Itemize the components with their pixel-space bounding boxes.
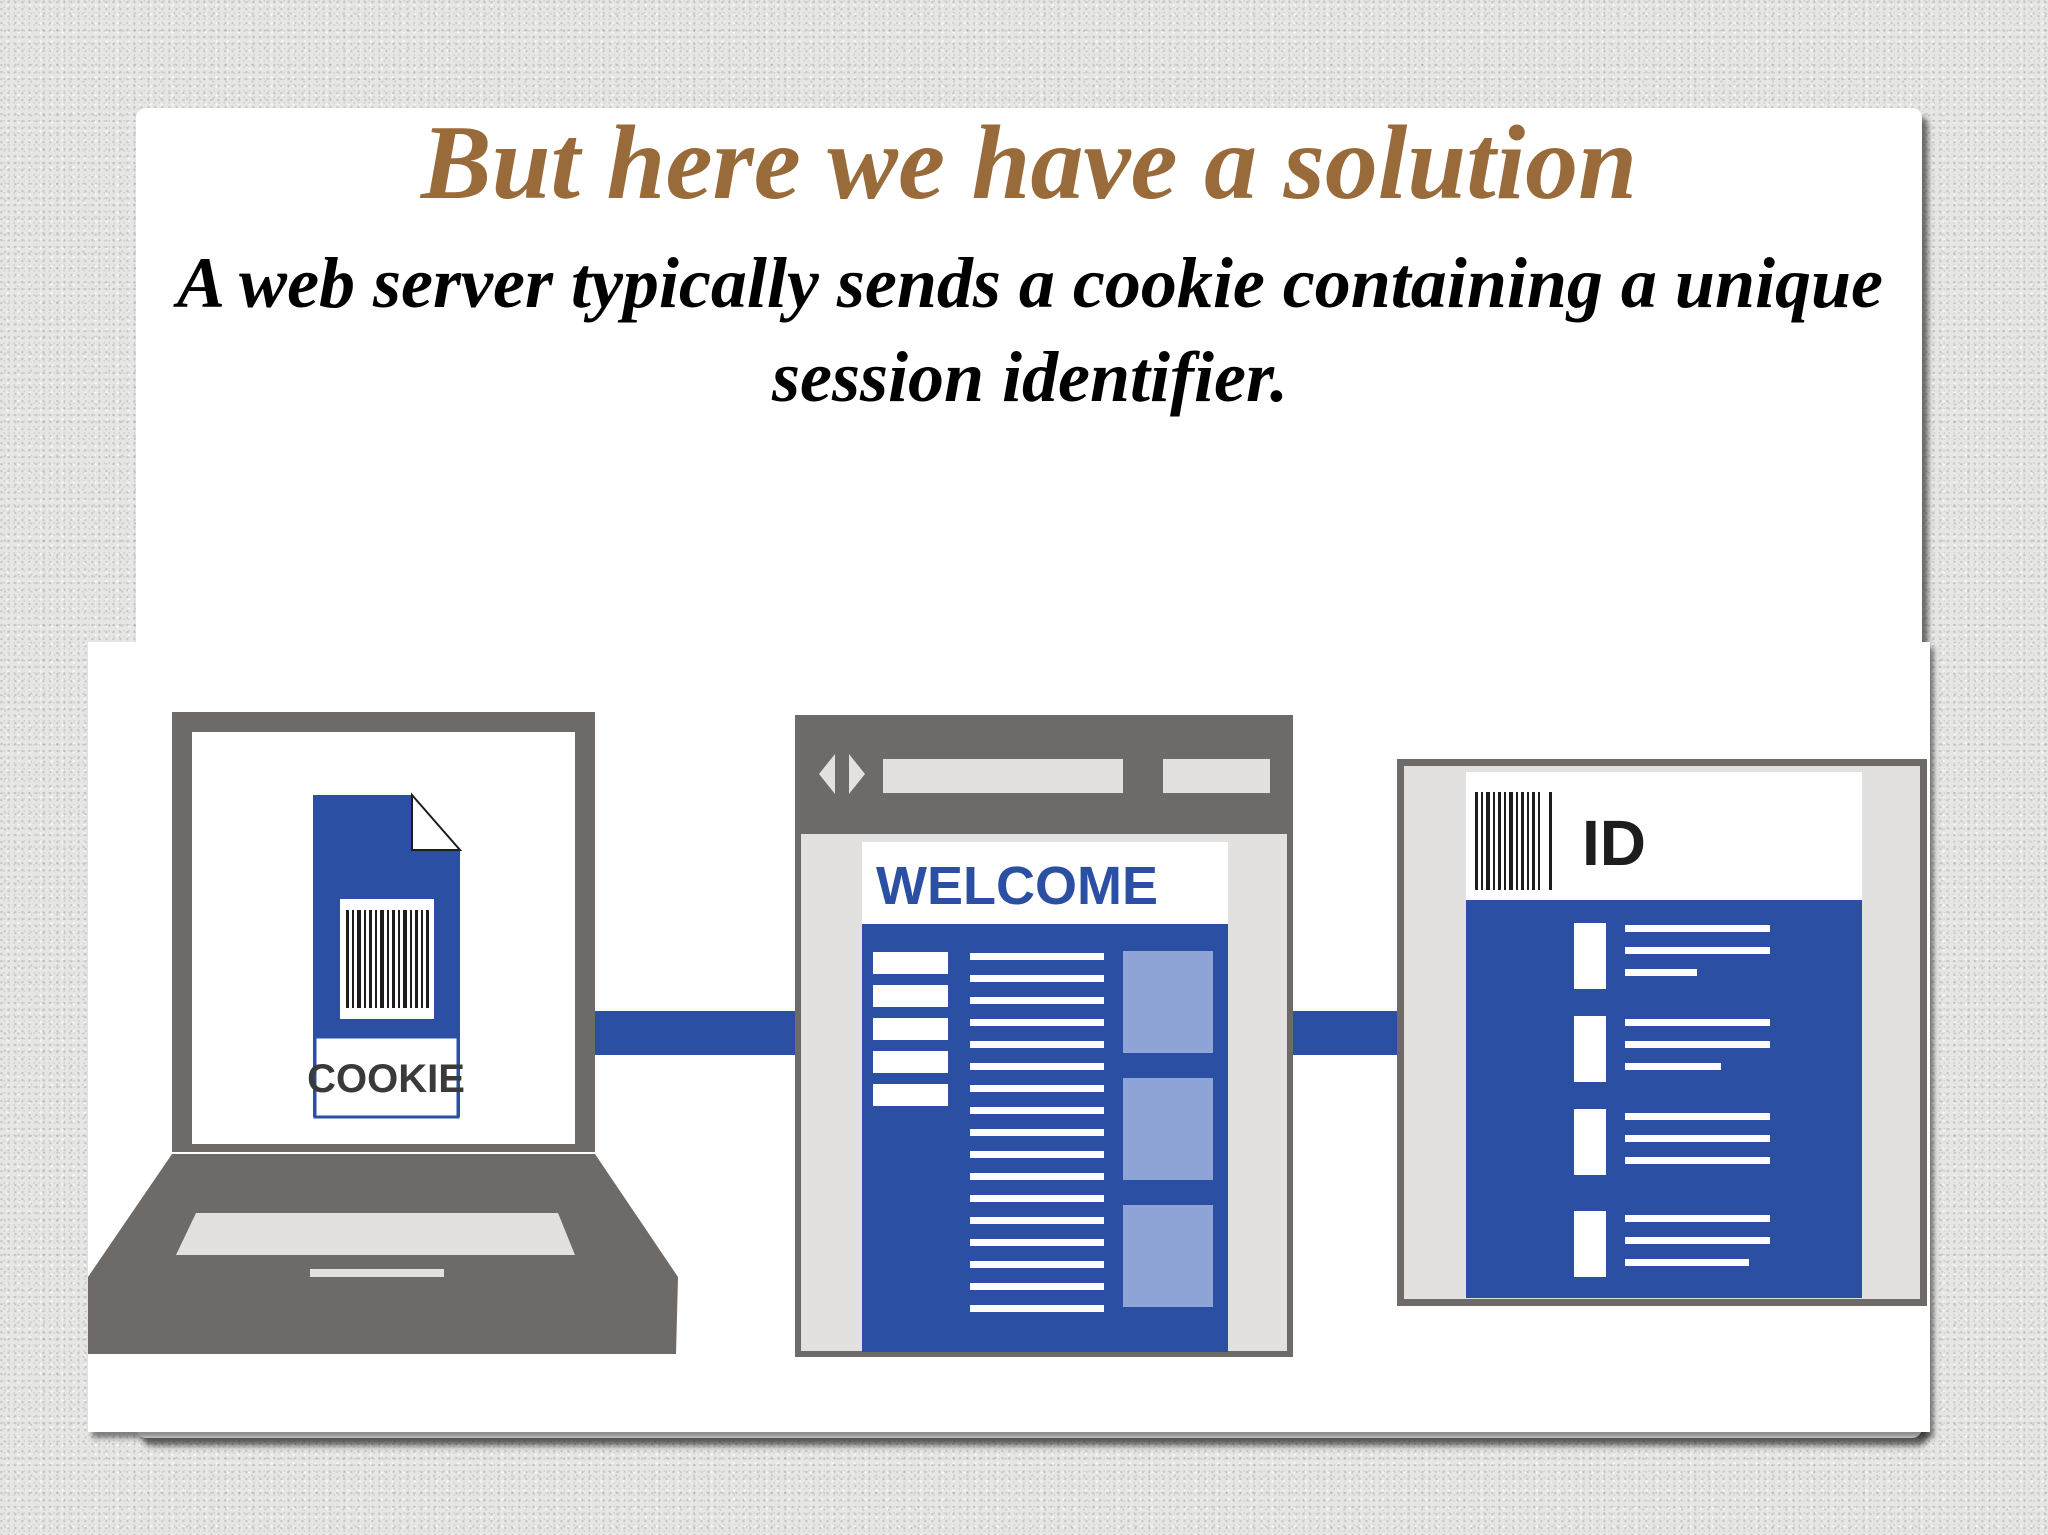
cookie-diagram-svg: COOKIE [88, 712, 1927, 1357]
barcode-icon [346, 910, 429, 1008]
connector-browser-id [1293, 1011, 1398, 1055]
cookie-label: COOKIE [307, 1057, 465, 1101]
slide-subtitle: A web server typically sends a cookie co… [177, 243, 1883, 417]
browser-window-icon [795, 715, 1293, 1357]
cookie-diagram: COOKIE [88, 642, 1930, 1432]
id-card-icon [1397, 759, 1927, 1306]
slide-title: But here we have a solution [420, 104, 1638, 221]
connector-laptop-browser [593, 1011, 805, 1055]
welcome-label: WELCOME [876, 856, 1158, 916]
id-label: ID [1582, 807, 1646, 879]
